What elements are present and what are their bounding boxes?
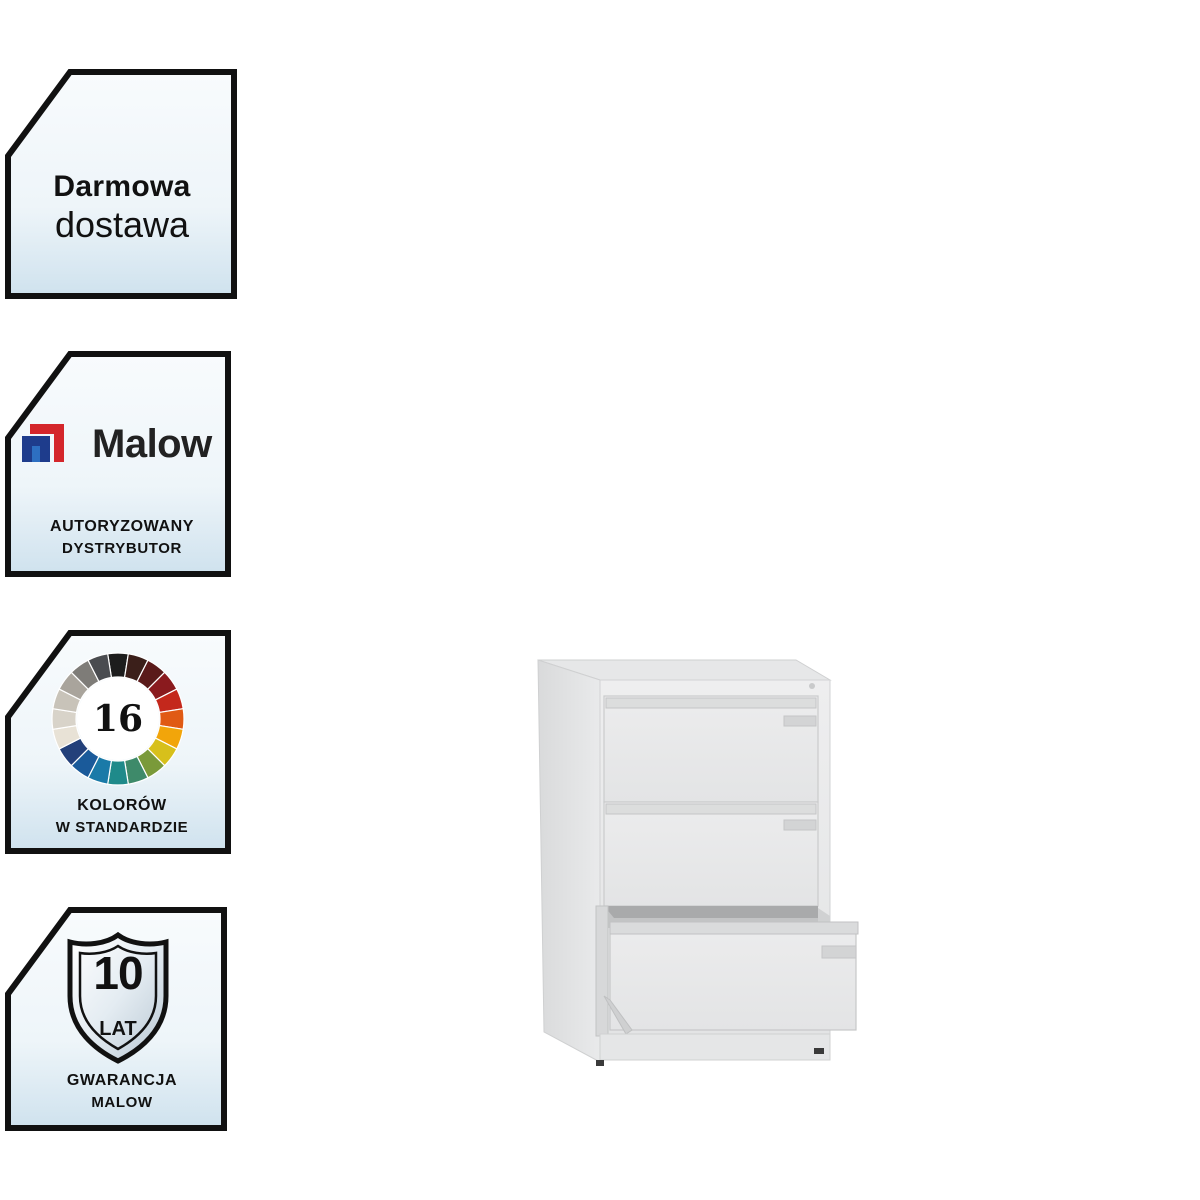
warranty-line1: GWARANCJA <box>66 1072 178 1089</box>
label-holder <box>821 945 857 959</box>
color-wheel-icon <box>51 652 185 786</box>
filing-cabinet-image <box>537 659 859 1066</box>
color-swatch <box>87 653 113 683</box>
colors-badge: 16 KOLORÓW W STANDARDZIE <box>4 629 240 863</box>
color-wheel-center <box>77 678 159 760</box>
drawer-handle <box>605 697 817 709</box>
label-holder <box>783 819 817 831</box>
warranty-badge: 10 LAT GWARANCJA MALOW <box>4 906 240 1140</box>
drawer-handle <box>605 803 817 815</box>
warranty-years: 10 <box>93 947 143 999</box>
distributor-line1: AUTORYZOWANY <box>49 518 195 535</box>
malow-logo-icon <box>22 424 64 462</box>
free-delivery-badge: Darmowa dostawa <box>4 68 240 302</box>
delivery-line2: dostawa <box>54 204 190 245</box>
drawer-bottom-open <box>595 905 859 1037</box>
colors-line2: W STANDARDZIE <box>55 819 189 836</box>
drawer-middle <box>603 801 819 907</box>
drawer-top <box>603 695 819 803</box>
authorized-distributor-badge: Malow AUTORYZOWANY DYSTRYBUTOR <box>4 350 240 584</box>
warranty-unit: LAT <box>99 1018 137 1040</box>
shield-icon <box>67 932 169 1064</box>
label-holder <box>783 715 817 727</box>
colors-line1: KOLORÓW <box>77 797 167 814</box>
distributor-line2: DYSTRYBUTOR <box>62 540 182 557</box>
badge-frame <box>5 69 237 299</box>
malow-brand-name: Malow <box>92 422 212 466</box>
foot <box>814 1048 824 1054</box>
warranty-line2: MALOW <box>91 1094 153 1111</box>
foot <box>596 1060 604 1066</box>
malow-logo: Malow <box>22 420 232 470</box>
lock-icon <box>809 683 815 689</box>
drawer-handle <box>609 921 859 935</box>
colors-count: 16 <box>92 698 144 740</box>
delivery-line1: Darmowa <box>53 170 191 203</box>
badge-frame <box>5 351 231 577</box>
